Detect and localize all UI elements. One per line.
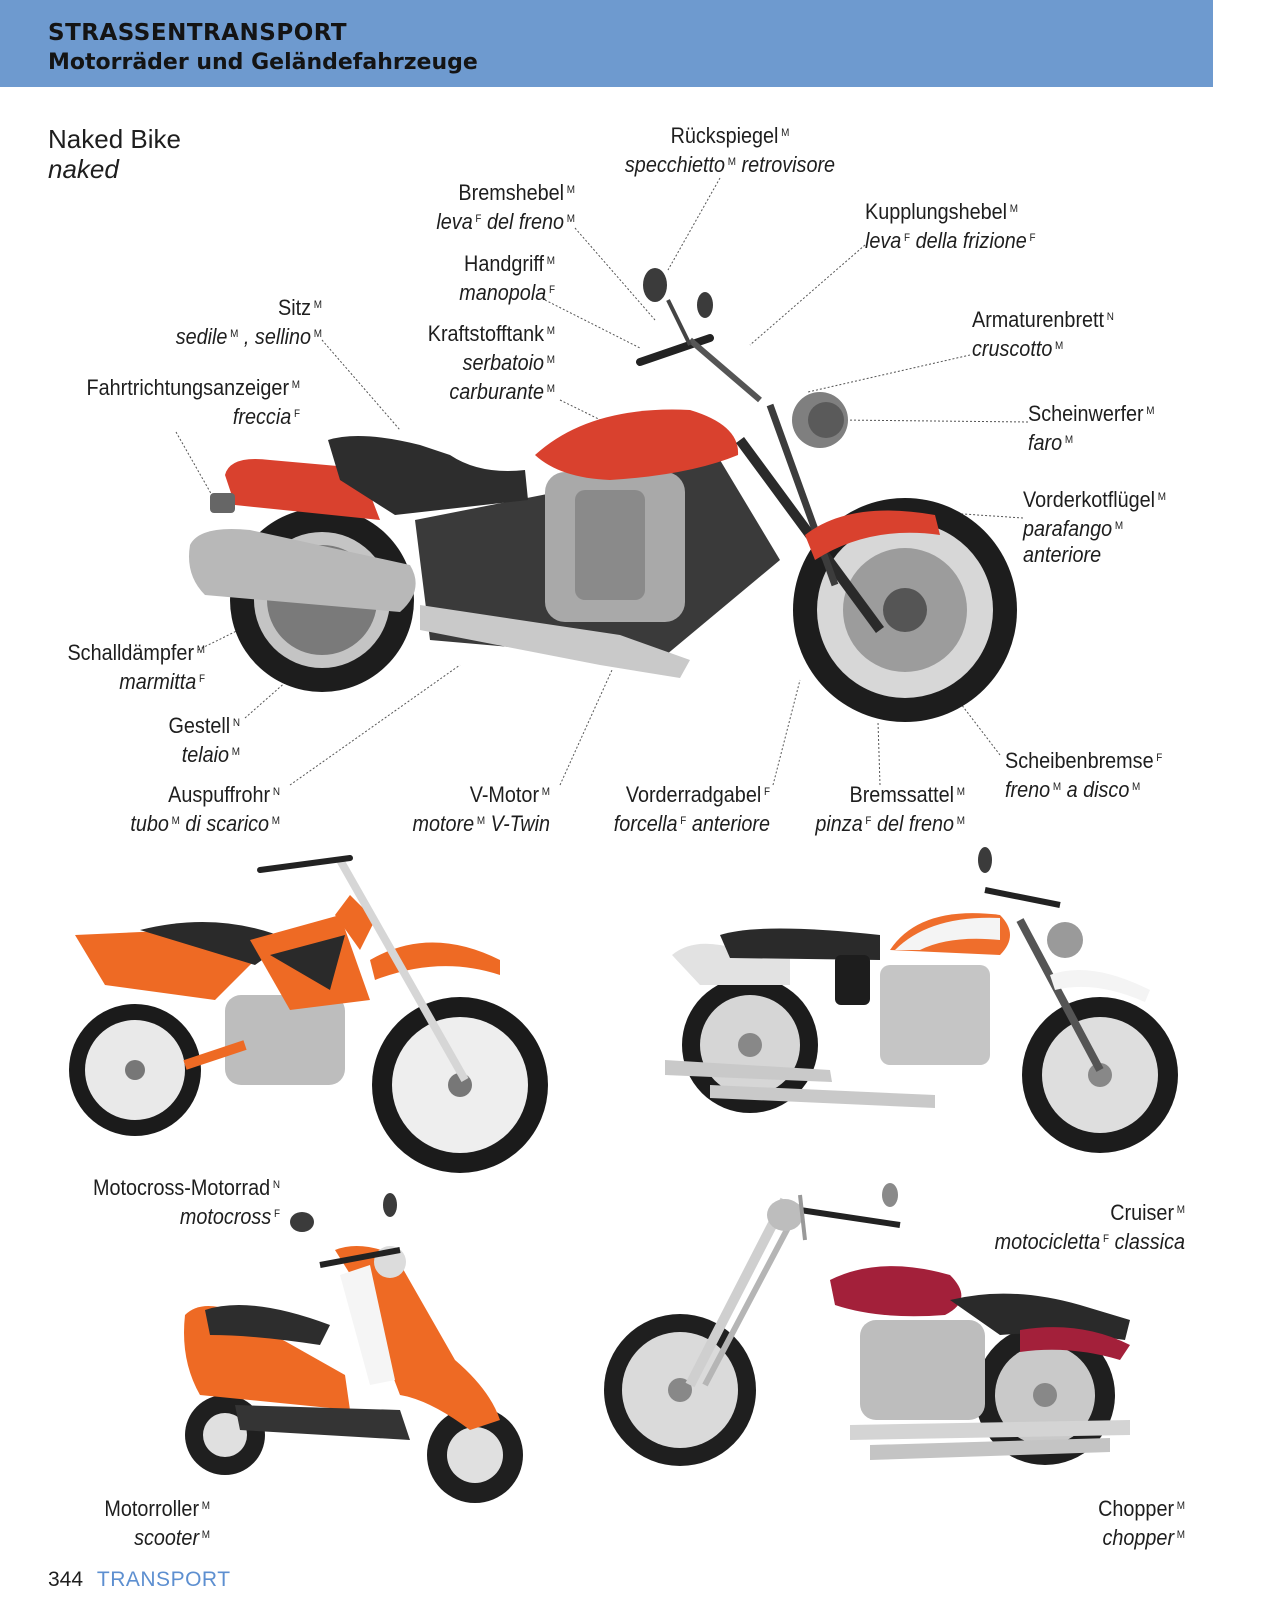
page-header: STRASSENTRANSPORT Motorräder und Gelände… (0, 0, 1213, 87)
cruiser-image (665, 847, 1178, 1153)
footer-section: TRANSPORT (96, 1568, 231, 1591)
section-title: STRASSENTRANSPORT (48, 20, 348, 46)
leader-lines (175, 177, 1029, 786)
main-bike-title-de: Naked Bike (48, 124, 181, 154)
page-subtitle: Motorräder und Geländefahrzeuge (48, 50, 478, 75)
chopper-image (604, 1183, 1130, 1466)
page-footer: 344 TRANSPORT (48, 1568, 231, 1592)
naked-bike-image (189, 268, 1017, 722)
page-number: 344 (48, 1568, 84, 1591)
main-bike-title: Naked Bike naked (48, 124, 181, 184)
scooter-image (184, 1193, 523, 1503)
label-rueckspiegel-de: Rückspiegel (670, 123, 779, 148)
motocross-image (69, 855, 548, 1173)
main-bike-title-it: naked (48, 154, 119, 184)
